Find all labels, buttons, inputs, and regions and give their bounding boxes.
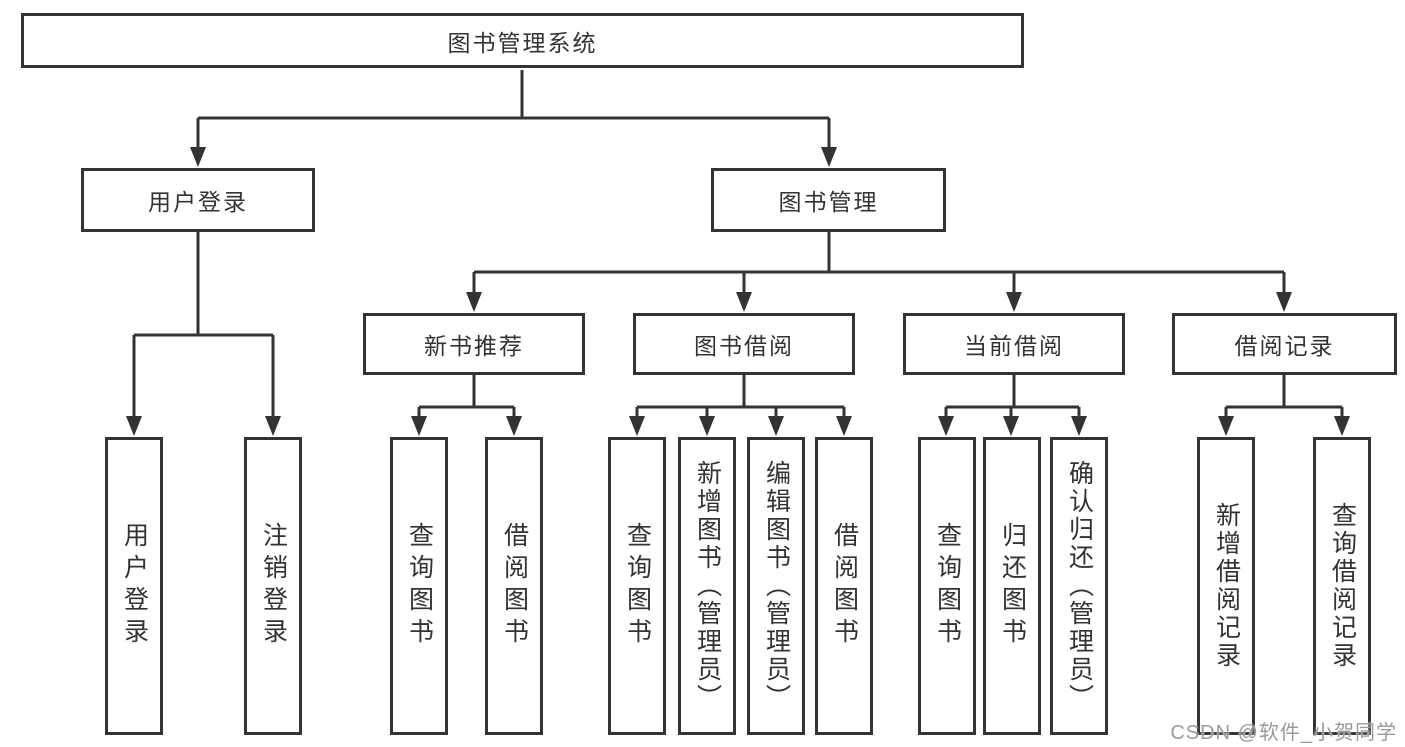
- leaf-borrow-books: 借阅图书: [485, 437, 543, 735]
- node-user-login: 用户登录: [81, 168, 315, 232]
- leaf-label: 注销登录: [259, 522, 288, 650]
- node-book-management: 图书管理: [711, 168, 946, 232]
- leaf-query-books-3: 查询图书: [918, 437, 976, 735]
- leaf-user-login: 用户登录: [105, 437, 163, 735]
- node-label: 图书管理: [778, 189, 879, 215]
- node-new-book-recommendation: 新书推荐: [363, 313, 585, 375]
- leaf-label: 新增借阅记录: [1212, 502, 1241, 670]
- node-library-management-system: 图书管理系统: [21, 13, 1024, 68]
- leaf-add-borrow-record: 新增借阅记录: [1197, 437, 1255, 735]
- leaf-label: 新增图书（管理员）: [693, 460, 722, 712]
- leaf-logout-login: 注销登录: [244, 437, 302, 735]
- leaf-query-books-2: 查询图书: [608, 437, 666, 735]
- leaf-query-borrow-record: 查询借阅记录: [1313, 437, 1371, 735]
- leaf-label: 编辑图书（管理员）: [762, 460, 791, 712]
- leaf-confirm-return-admin: 确认归还（管理员）: [1050, 437, 1108, 735]
- leaf-label: 查询图书: [623, 522, 652, 650]
- leaf-label: 确认归还（管理员）: [1065, 460, 1094, 712]
- leaf-label: 借阅图书: [830, 522, 859, 650]
- node-label: 新书推荐: [424, 333, 524, 359]
- node-current-borrowing: 当前借阅: [903, 313, 1125, 375]
- node-label: 图书管理系统: [447, 29, 598, 56]
- leaf-label: 用户登录: [120, 522, 149, 650]
- leaf-edit-books-admin: 编辑图书（管理员）: [747, 437, 805, 735]
- leaf-label: 归还图书: [998, 522, 1027, 650]
- leaf-add-books-admin: 新增图书（管理员）: [678, 437, 736, 735]
- leaf-borrow-books-2: 借阅图书: [815, 437, 873, 735]
- node-label: 借阅记录: [1234, 333, 1335, 359]
- leaf-label: 查询图书: [405, 522, 434, 650]
- leaf-return-books: 归还图书: [983, 437, 1041, 735]
- watermark-text: CSDN @软件_小贺同学: [1170, 722, 1397, 744]
- leaf-label: 查询借阅记录: [1328, 502, 1357, 670]
- node-book-borrowing: 图书借阅: [633, 313, 855, 375]
- leaf-label: 查询图书: [933, 522, 962, 650]
- node-label: 图书借阅: [694, 333, 794, 359]
- leaf-label: 借阅图书: [500, 522, 529, 650]
- node-label: 当前借阅: [964, 333, 1064, 359]
- node-borrowing-records: 借阅记录: [1172, 313, 1397, 375]
- leaf-query-books: 查询图书: [390, 437, 448, 735]
- node-label: 用户登录: [148, 189, 248, 215]
